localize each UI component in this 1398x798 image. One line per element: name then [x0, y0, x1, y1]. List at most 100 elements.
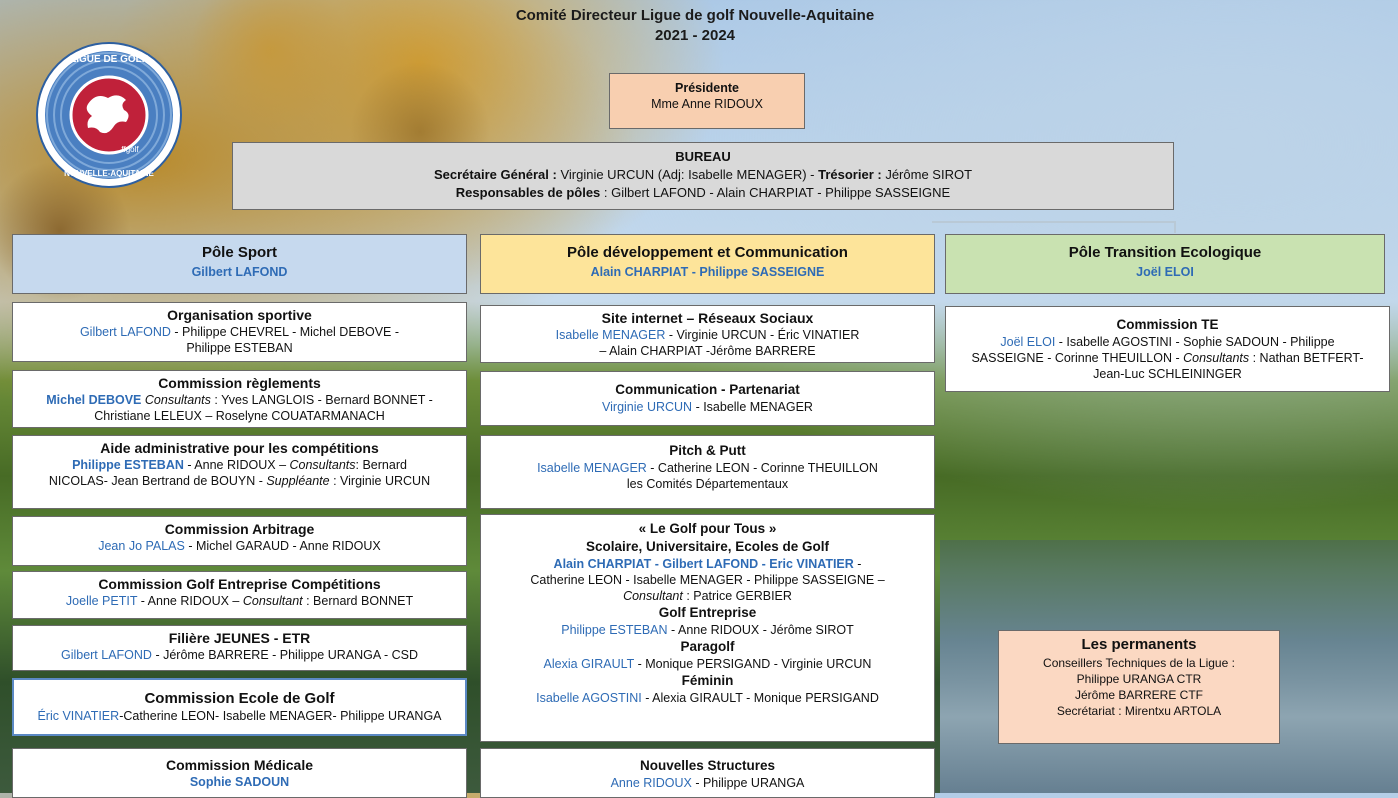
box-members: Gilbert LAFOND - Jérôme BARRERE - Philip… [17, 647, 462, 663]
member-lead: Isabelle MENAGER [555, 328, 666, 342]
member-rest: - Anne RIDOUX – [137, 594, 243, 608]
section-feminin-members: Isabelle AGOSTINI - Alexia GIRAULT - Mon… [485, 690, 930, 706]
pole-sport-lead: Gilbert LAFOND [191, 265, 288, 279]
box-title: Filière JEUNES - ETR [168, 630, 311, 646]
box-members: Michel DEBOVE Consultants : Yves LANGLOI… [17, 392, 462, 408]
logo-top-text: LIGUE DE GOLF [70, 54, 148, 65]
box-title: Commission TE [1116, 317, 1219, 332]
logo-badge: ffgolf [121, 145, 139, 154]
suppleante-label: Suppléante [266, 474, 330, 488]
box-communication-partenariat: Communication - Partenariat Virginie URC… [480, 371, 935, 426]
box-pitch-putt: Pitch & Putt Isabelle MENAGER - Catherin… [480, 435, 935, 509]
page-title: Comité Directeur Ligue de golf Nouvelle-… [460, 6, 930, 46]
member-line2b: : Nathan BETFERT- [1249, 351, 1364, 365]
lion-icon [86, 95, 129, 134]
box-members: Joelle PETIT - Anne RIDOUX – Consultant … [17, 593, 462, 609]
box-title: Commission Médicale [165, 757, 314, 773]
pole-te-lead: Joël ELOI [1136, 265, 1194, 279]
box-title: Les permanents [1081, 636, 1197, 653]
bureau-sg-label: Secrétaire Général : [433, 167, 557, 182]
pole-sport-header: Pôle Sport Gilbert LAFOND [12, 234, 467, 294]
bureau-sg-text: Virginie URCUN (Adj: Isabelle MENAGER) - [556, 167, 819, 182]
member-lead: Philippe ESTEBAN [72, 458, 184, 472]
box-members: Anne RIDOUX - Philippe URANGA [485, 775, 930, 791]
pole-te-title: Pôle Transition Ecologique [1068, 244, 1262, 261]
member-lead: Joël ELOI [1000, 335, 1056, 349]
box-members: Isabelle MENAGER - Virginie URCUN - Éric… [485, 327, 930, 343]
section-scolaire-consultant: Consultant : Patrice GERBIER [485, 588, 930, 604]
box-commission-medicale: Commission Médicale Sophie SADOUN [12, 748, 467, 798]
box-title: Communication - Partenariat [615, 382, 800, 397]
member-rest2: : Bernard [355, 458, 407, 472]
member-rest: - Alexia GIRAULT - Monique PERSIGAND [641, 691, 879, 705]
member-lead: Éric VINATIER [37, 709, 120, 723]
member-lead: Joelle PETIT [65, 594, 138, 608]
logo-bottom-text: NOUVELLE-AQUITAINE [64, 169, 154, 178]
member-rest: - Monique PERSIGAND - Virginie URCUN [634, 657, 872, 671]
section-paragolf-members: Alexia GIRAULT - Monique PERSIGAND - Vir… [485, 656, 930, 672]
consultants-label: Consultants [144, 393, 211, 407]
member-lead: Gilbert LAFOND [79, 325, 171, 339]
section-scolaire-title: Scolaire, Universitaire, Ecoles de Golf [585, 539, 830, 554]
consultant-label: Consultant [242, 594, 303, 608]
section-scolaire-members: Alain CHARPIAT - Gilbert LAFOND - Eric V… [485, 556, 930, 572]
member-rest: - Catherine LEON - Corinne THEUILLON [646, 461, 878, 475]
permanents-line3: Jérôme BARRERE CTF [1074, 688, 1204, 702]
presidente-box: Présidente Mme Anne RIDOUX [609, 73, 805, 129]
box-title: Commission Ecole de Golf [144, 690, 335, 707]
box-members: Isabelle MENAGER - Catherine LEON - Cori… [485, 460, 930, 476]
box-members: Joël ELOI - Isabelle AGOSTINI - Sophie S… [950, 334, 1385, 350]
member-lead: Philippe ESTEBAN [561, 623, 668, 637]
box-members: Éric VINATIER-Catherine LEON- Isabelle M… [18, 708, 461, 724]
pole-dev-lead: Alain CHARPIAT - Philippe SASSEIGNE [590, 265, 825, 279]
consultants-label: Consultants [289, 458, 356, 472]
member-rest: - Virginie URCUN - Éric VINATIER [665, 328, 860, 342]
member-rest: - Philippe CHEVREL - Michel DEBOVE - [170, 325, 400, 339]
section-scolaire-line2: Catherine LEON - Isabelle MENAGER - Phil… [530, 573, 885, 587]
member-lead: Isabelle AGOSTINI [536, 691, 642, 705]
box-commission-reglements: Commission règlements Michel DEBOVE Cons… [12, 370, 467, 428]
box-organisation-sportive: Organisation sportive Gilbert LAFOND - P… [12, 302, 467, 362]
box-golf-pour-tous: « Le Golf pour Tous » Scolaire, Universi… [480, 514, 935, 742]
member-lead: Jean Jo PALAS [98, 539, 185, 553]
permanents-line4: Secrétariat : Mirentxu ARTOLA [1056, 704, 1222, 718]
permanents-line1: Conseillers Techniques de la Ligue : [1043, 656, 1235, 670]
bureau-line1: Secrétaire Général : Virginie URCUN (Adj… [237, 166, 1169, 184]
title-line1: Comité Directeur Ligue de golf Nouvelle-… [515, 7, 875, 24]
box-members-line2: Philippe ESTEBAN [186, 341, 293, 355]
member-rest: - Anne RIDOUX - Jérôme SIROT [667, 623, 854, 637]
consultants-label: Consultants [1183, 351, 1250, 365]
ligue-logo: LIGUE DE GOLF NOUVELLE-AQUITAINE ffgolf [36, 42, 182, 188]
member-rest: - Philippe URANGA [691, 776, 805, 790]
box-members-line2: – Alain CHARPIAT -Jérôme BARRERE [599, 344, 816, 358]
box-commission-arbitrage: Commission Arbitrage Jean Jo PALAS - Mic… [12, 516, 467, 566]
member-lead: Anne RIDOUX [610, 776, 692, 790]
connector-line [932, 221, 1176, 223]
member-lead: Alexia GIRAULT [543, 657, 635, 671]
member-lead: Isabelle MENAGER [537, 461, 647, 475]
member-lead: Alain CHARPIAT - Gilbert LAFOND - Eric V… [553, 557, 854, 571]
member-rest: -Catherine LEON- Isabelle MENAGER- Phili… [119, 709, 442, 723]
bureau-tres-label: Trésorier : [818, 167, 882, 182]
box-members: Gilbert LAFOND - Philippe CHEVREL - Mich… [17, 324, 462, 340]
box-aide-administrative: Aide administrative pour les compétition… [12, 435, 467, 509]
title-line2: 2021 - 2024 [654, 27, 736, 44]
member-lead: Virginie URCUN [602, 400, 693, 414]
box-title: Organisation sportive [167, 307, 312, 323]
bureau-line2: Responsables de pôles : Gilbert LAFOND -… [237, 184, 1169, 202]
pole-dev-title: Pôle développement et Communication [567, 244, 848, 261]
presidente-name: Mme Anne RIDOUX [651, 97, 763, 111]
member-rest: : Yves LANGLOIS - Bernard BONNET - [210, 393, 433, 407]
box-commission-golf-entreprise: Commission Golf Entreprise Compétitions … [12, 571, 467, 619]
pole-dev-header: Pôle développement et Communication Alai… [480, 234, 935, 294]
box-members: Jean Jo PALAS - Michel GARAUD - Anne RID… [17, 538, 462, 554]
bureau-resp-text: : Gilbert LAFOND - Alain CHARPIAT - Phil… [600, 185, 951, 200]
member-rest: - Isabelle MENAGER [692, 400, 813, 414]
box-permanents: Les permanents Conseillers Techniques de… [998, 630, 1280, 744]
member-rest2: : Bernard BONNET [302, 594, 414, 608]
box-title: Pitch & Putt [669, 443, 746, 458]
box-members-line2: NICOLAS- Jean Bertrand de BOUYN - Supplé… [17, 473, 462, 489]
member-rest: - Michel GARAUD - Anne RIDOUX [184, 539, 381, 553]
permanents-line2: Philippe URANGA CTR [1076, 672, 1202, 686]
section-paragolf-title: Paragolf [680, 639, 735, 654]
